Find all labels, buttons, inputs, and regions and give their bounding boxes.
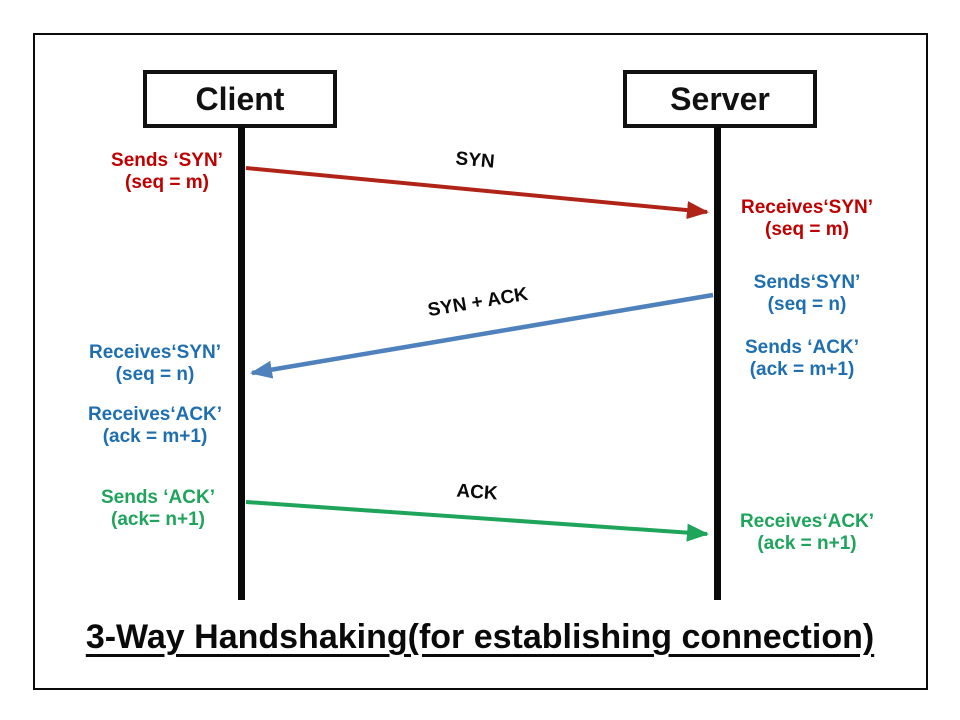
annotation-line: Receives‘SYN’ <box>88 342 222 363</box>
annotation-line: (ack= n+1) <box>111 509 205 530</box>
annotation-line: Receives‘SYN’ <box>740 197 874 218</box>
client-label: Client <box>195 80 285 117</box>
annotation-line: (ack = n+1) <box>757 533 857 554</box>
annotation-line: Sends‘SYN’ <box>753 272 861 293</box>
annotation-line: Sends ‘SYN’ <box>111 150 223 171</box>
annotation-line: (ack = m+1) <box>749 359 855 380</box>
server-lifeline <box>714 127 721 600</box>
annotation-line: (ack = m+1) <box>102 426 208 447</box>
annotation-server-receives-ack: Receives‘ACK’ (ack = n+1) <box>697 511 917 555</box>
annotation-client-receives-syn: Receives‘SYN’ (seq = n) <box>45 342 265 386</box>
annotation-line: (seq = n) <box>767 294 847 315</box>
annotation-server-sends-ack: Sends ‘ACK’ (ack = m+1) <box>692 337 912 381</box>
page-title: 3-Way Handshaking(for establishing conne… <box>85 618 875 656</box>
annotation-line: (seq = m) <box>765 219 849 240</box>
annotation-line: (seq = m) <box>125 172 209 193</box>
annotation-line: Sends ‘ACK’ <box>100 487 216 508</box>
slide-border <box>33 33 928 690</box>
annotation-line: Receives‘ACK’ <box>739 511 875 532</box>
annotation-line: Receives‘ACK’ <box>87 404 223 425</box>
client-lifeline <box>238 127 245 600</box>
annotation-server-sends-syn: Sends‘SYN’ (seq = n) <box>697 272 917 316</box>
server-label: Server <box>670 80 770 117</box>
annotation-line: Sends ‘ACK’ <box>744 337 860 358</box>
annotation-line: (seq = n) <box>115 364 195 385</box>
annotation-client-sends-ack: Sends ‘ACK’ (ack= n+1) <box>48 487 268 531</box>
annotation-server-receives-syn: Receives‘SYN’ (seq = m) <box>697 197 917 241</box>
client-box: Client <box>143 70 337 128</box>
server-box: Server <box>623 70 817 128</box>
annotation-client-sends-syn: Sends ‘SYN’ (seq = m) <box>57 150 277 194</box>
annotation-client-receives-ack: Receives‘ACK’ (ack = m+1) <box>45 404 265 448</box>
